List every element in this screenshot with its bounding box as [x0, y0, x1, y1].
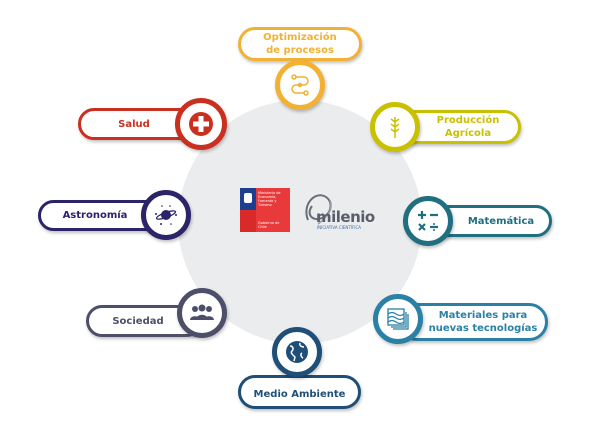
node-optimizacion-label[interactable]: Optimización de procesos	[238, 27, 362, 61]
node-materiales-label[interactable]: Materiales para nuevas tecnologías	[398, 303, 548, 341]
node-astronomia-circle[interactable]	[141, 190, 191, 240]
planet-icon	[155, 205, 177, 225]
wheat-icon	[390, 117, 400, 138]
math-operators-icon	[418, 211, 438, 231]
node-matematica-circle[interactable]	[403, 196, 453, 246]
material-layers-icon	[387, 308, 409, 330]
milenio-word: milenio	[316, 208, 375, 226]
globe-icon	[286, 341, 308, 363]
node-materiales-circle[interactable]	[373, 294, 423, 344]
node-medio-ambiente-circle[interactable]	[272, 327, 322, 377]
milenio-subtitle: INICIATIVA CIENTÍFICA	[317, 225, 361, 230]
node-medio-ambiente-label[interactable]: Medio Ambiente	[238, 375, 361, 409]
node-optimizacion-circle[interactable]	[275, 60, 325, 110]
node-salud-circle[interactable]	[175, 98, 227, 150]
medical-cross-icon	[189, 112, 213, 136]
process-flow-icon	[291, 74, 309, 96]
milenio-logo: milenio INICIATIVA CIENTÍFICA	[298, 190, 375, 234]
node-sociedad-circle[interactable]	[177, 288, 227, 338]
gov-ministry-text: Ministerio de Economía, Fomento y Turism…	[258, 191, 281, 207]
gov-name-text: Gobierno de Chile	[258, 221, 280, 229]
people-icon	[190, 304, 214, 320]
node-produccion-circle[interactable]	[370, 102, 420, 152]
gobierno-de-chile-logo: Ministerio de Economía, Fomento y Turism…	[240, 188, 290, 232]
